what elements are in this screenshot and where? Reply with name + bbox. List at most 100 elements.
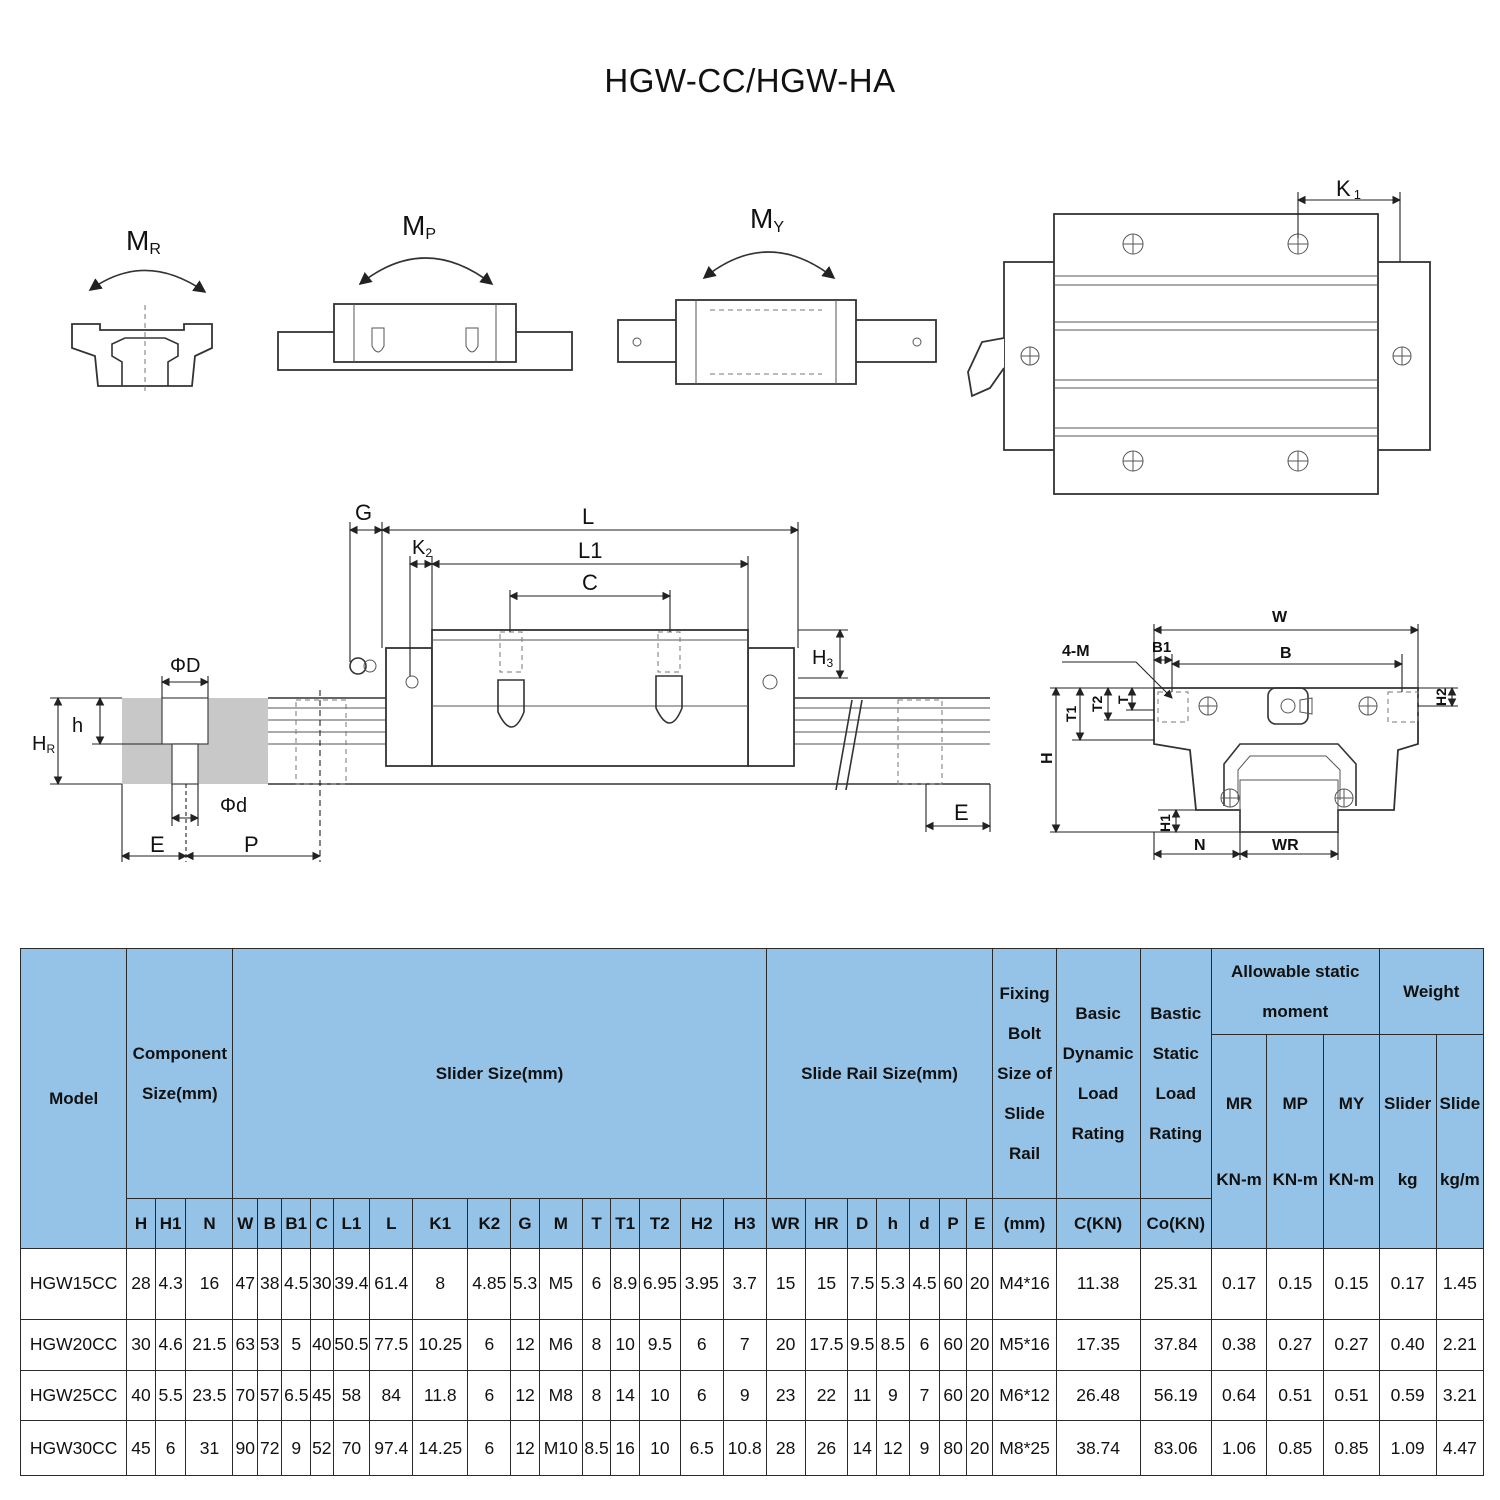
table-cell: 70 (232, 1369, 258, 1422)
col-header: L1 (332, 1198, 371, 1249)
four-m-label: 4-M (1062, 643, 1090, 660)
col-header: B (256, 1198, 283, 1249)
table-cell: 11.38 (1055, 1248, 1141, 1320)
table-cell: 0.15 (1266, 1248, 1325, 1320)
col-header: B1 (281, 1198, 312, 1249)
model-cell: HGW20CC (19, 1318, 128, 1371)
table-cell: 20 (965, 1248, 994, 1320)
top-view-slider-block (1053, 213, 1379, 495)
table-cell: 60 (939, 1318, 967, 1371)
table-cell: 0.27 (1266, 1318, 1325, 1371)
table-cell: 28 (126, 1248, 156, 1320)
mr-moment-view: MR (71, 225, 213, 395)
table-cell: 1.45 (1435, 1248, 1485, 1320)
table-cell: 72 (256, 1420, 283, 1476)
table-cell: 6 (908, 1318, 941, 1371)
table-cell: 10.8 (722, 1420, 767, 1476)
table-cell: 16 (610, 1420, 640, 1476)
table-cell: 8.5 (581, 1420, 612, 1476)
grease-nipple (967, 337, 1005, 398)
table-cell: 4.47 (1435, 1420, 1485, 1476)
table-cell: 6 (154, 1420, 187, 1476)
table-cell: 0.17 (1378, 1248, 1437, 1320)
phi-big-d-label: ΦD (170, 655, 200, 677)
table-cell: 26.48 (1055, 1369, 1141, 1422)
table-cell: 0.15 (1323, 1248, 1380, 1320)
header-slide-rail-size: Slide Rail Size(mm) (765, 948, 994, 1199)
col-header: N (185, 1198, 234, 1249)
table-cell: 8 (581, 1318, 612, 1371)
model-cell: HGW30CC (19, 1420, 128, 1476)
table-cell: 6 (679, 1318, 724, 1371)
table-cell: 4.5 (908, 1248, 941, 1320)
table-cell: 6 (581, 1248, 612, 1320)
table-cell: 12 (510, 1369, 540, 1422)
table-cell: 14 (610, 1369, 640, 1422)
table-cell: 17.35 (1055, 1318, 1141, 1371)
table-cell: 5 (281, 1318, 312, 1371)
col-header: K2 (467, 1198, 512, 1249)
table-cell: 47 (232, 1248, 258, 1320)
header-weight: Weight (1378, 948, 1485, 1035)
table-cell: 90 (232, 1420, 258, 1476)
table-cell: M8*25 (992, 1420, 1057, 1476)
table-cell: 28 (765, 1420, 806, 1476)
table-cell: 15 (804, 1248, 849, 1320)
table-cell: 40 (126, 1369, 156, 1422)
table-cell: 84 (369, 1369, 414, 1422)
h3-label: H3 (812, 647, 833, 670)
mr-rail-profile (111, 337, 179, 386)
e-left-label: E (150, 832, 165, 857)
table-cell: 3.95 (679, 1248, 724, 1320)
table-cell: 60 (939, 1248, 967, 1320)
col-header: K1 (412, 1198, 469, 1249)
table-cell: 3.7 (722, 1248, 767, 1320)
table-cell: 26 (804, 1420, 849, 1476)
table-cell: 20 (965, 1420, 994, 1476)
table-cell: 37.84 (1139, 1318, 1212, 1371)
table-cell: 0.51 (1266, 1369, 1325, 1422)
table-cell: M8 (538, 1369, 583, 1422)
table-cell: 23 (765, 1369, 806, 1422)
h-big-label: H (1039, 752, 1056, 764)
h-small-label: h (72, 715, 83, 737)
table-cell: 8.5 (875, 1318, 910, 1371)
table-cell: 25.31 (1139, 1248, 1212, 1320)
table-cell: 9 (281, 1420, 312, 1476)
my-label: MY (750, 203, 784, 236)
table-cell: 1.09 (1378, 1420, 1437, 1476)
l1-label: L1 (578, 538, 602, 563)
header-slider-size: Slider Size(mm) (232, 948, 767, 1199)
table-cell: 2.21 (1435, 1318, 1485, 1371)
h1-label: H1 (1157, 814, 1173, 832)
mp-rotation-arrow (358, 257, 494, 285)
table-cell: 10 (610, 1318, 640, 1371)
table-cell: 21.5 (185, 1318, 234, 1371)
col-header: H2 (679, 1198, 724, 1249)
table-cell: 40 (310, 1318, 334, 1371)
my-slider (675, 299, 857, 385)
col-header: T1 (610, 1198, 640, 1249)
table-cell: M6*12 (992, 1369, 1057, 1422)
table-cell: 9.5 (847, 1318, 877, 1371)
side-view: G L K2 L1 C H3 ΦD h HR (32, 500, 992, 862)
table-cell: 30 (310, 1248, 334, 1320)
table-cell: 5.5 (154, 1369, 187, 1422)
model-cell: HGW15CC (19, 1248, 128, 1320)
technical-drawing: MR MP MY (32, 176, 1458, 862)
table-cell: 6 (467, 1318, 512, 1371)
table-cell: 8.9 (610, 1248, 640, 1320)
table-cell: 10 (638, 1420, 681, 1476)
table-cell: 30 (126, 1318, 156, 1371)
table-cell: 10.25 (412, 1318, 469, 1371)
side-end-cap-left (385, 647, 433, 767)
